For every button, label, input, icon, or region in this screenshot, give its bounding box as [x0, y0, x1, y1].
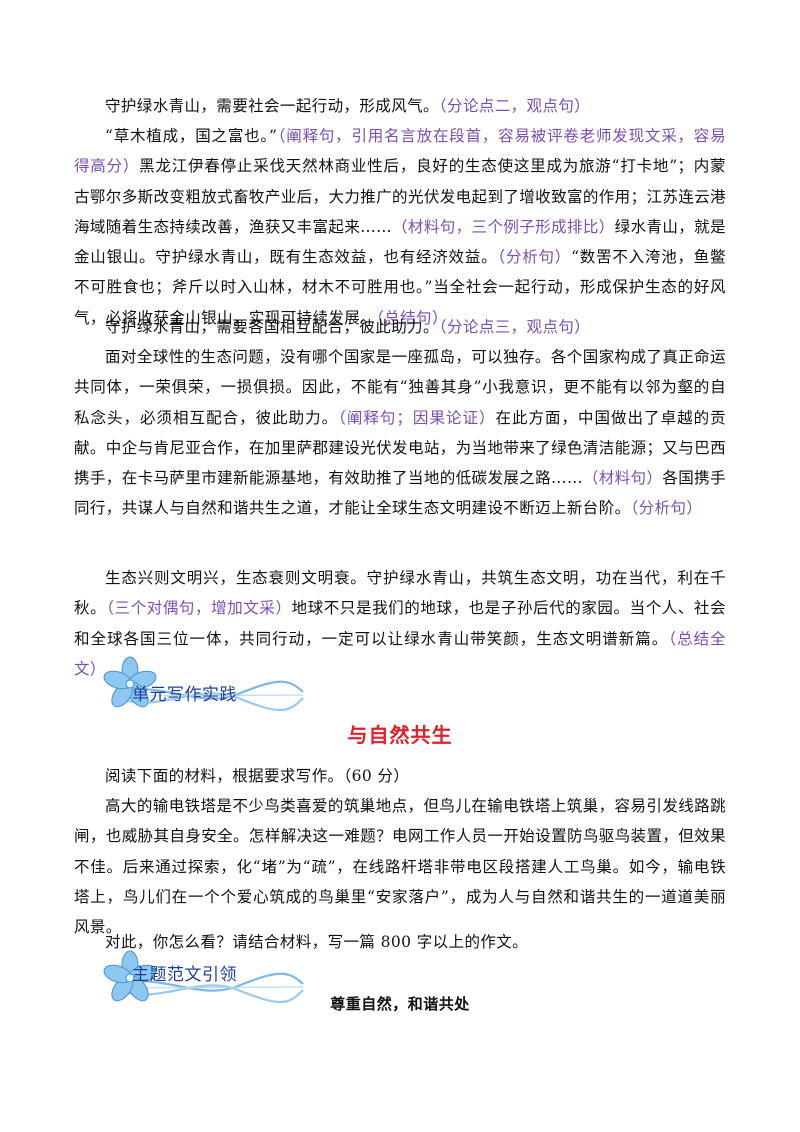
writing-prompt: 阅读下面的材料，根据要求写作。（60 分）	[74, 761, 726, 791]
essay-title: 尊重自然，和谐共处	[330, 995, 470, 1013]
annotation-note: （总结句）	[376, 308, 448, 327]
paragraph-text: 黑龙江伊春停止采伐天然林商业性后，良好的生态使这里成为旅游“打卡地”；内蒙古鄂尔…	[74, 157, 726, 236]
paragraph-text: “数罟不入洿池，鱼鳖不可胜食也；斧斤以时入山林，材木不可胜用也。”当全社会一起行…	[74, 248, 726, 327]
section-banner-model-essay: 主题范文引领	[98, 946, 318, 1016]
section-banner-writing-practice: 单元写作实践	[98, 652, 318, 722]
paragraph-text: 生态兴则文明兴，生态衰则文明衰。守护绿水青山，共筑生态文明，功在当代，利在千秋。	[74, 569, 726, 618]
section-title: 与自然共生	[347, 723, 453, 747]
paragraph-text: 绿水青山，就是金山银山。守护绿水青山，既有生态效益，也有经济效益。	[74, 217, 726, 267]
banner-decoration	[117, 972, 304, 1003]
material-text: 高大的输电铁塔是不少鸟类喜爱的筑巢地点，但鸟儿在输电铁塔上筑巢，容易引发线路跳闸…	[74, 797, 726, 937]
paragraph-text: 面对全球性的生态问题，没有哪个国家是一座孤岛，可以独存。各个国家构成了真正命运共…	[74, 348, 726, 427]
task-text: 对此，你怎么看？请结合材料，写一篇 800 字以上的作文。	[105, 933, 529, 951]
quote-text: “草木植成，国之富也。”	[105, 127, 278, 145]
paragraph-text: 守护绿水青山，需要各国相互配合，彼此助力。	[105, 318, 439, 336]
annotation-note: （阐释句；因果论证）	[338, 408, 496, 427]
banner-label: 主题范文引领	[132, 965, 237, 985]
annotation-note: （阐释句，引用名言放在段首，容易被评卷老师发现文采，容易得高分）	[74, 127, 726, 176]
annotation-note: （分论点二，观点句）	[438, 97, 591, 115]
prompt-text: 阅读下面的材料，根据要求写作。（60 分）	[105, 767, 410, 785]
banner-label: 单元写作实践	[132, 685, 237, 705]
writing-task: 对此，你怎么看？请结合材料，写一篇 800 字以上的作文。	[74, 927, 726, 957]
writing-material: 高大的输电铁塔是不少鸟类喜爱的筑巢地点，但鸟儿在输电铁塔上筑巢，容易引发线路跳闸…	[74, 791, 726, 942]
paragraph-text: 各国携手同行，共谋人与自然和谐共生之道，才能让全球生态文明建设不断迈上新台阶。	[74, 469, 726, 518]
paragraph-global-cooperation: 面对全球性的生态问题，没有哪个国家是一座孤岛，可以独存。各个国家构成了真正命运共…	[74, 342, 726, 524]
paragraph-sub-argument-2: 守护绿水青山，需要社会一起行动，形成风气。（分论点二，观点句）	[74, 91, 726, 121]
annotation-note: （总结全文）	[74, 629, 726, 678]
annotation-note: （分论点三，观点句）	[438, 318, 591, 336]
annotation-note: （材料句）	[582, 469, 663, 488]
paragraph-text: 地球不只是我们的地球，也是子孙后代的家园。当个人、社会和全球各国三位一体，共同行…	[74, 599, 726, 648]
paragraph-society-action: “草木植成，国之富也。”（阐释句，引用名言放在段首，容易被评卷老师发现文采，容易…	[74, 121, 726, 333]
paragraph-sub-argument-3: 守护绿水青山，需要各国相互配合，彼此助力。（分论点三，观点句）	[74, 312, 726, 342]
banner-decoration	[117, 680, 304, 711]
annotation-note: （材料句，三个例子形成排比）	[392, 217, 615, 236]
annotation-note: （分析句）	[630, 499, 703, 518]
annotation-note: （分析句）	[497, 248, 572, 267]
annotation-note: （三个对偶句，增加文采）	[106, 599, 292, 618]
paragraph-text: 在此方面，中国做出了卓越的贡献。中企与肯尼亚合作，在加里萨郡建设光伏发电站，为当…	[74, 408, 726, 488]
flower-icon	[103, 950, 157, 1002]
paragraph-text: 守护绿水青山，需要社会一起行动，形成风气。	[105, 97, 439, 115]
paragraph-conclusion: 生态兴则文明兴，生态衰则文明衰。守护绿水青山，共筑生态文明，功在当代，利在千秋。…	[74, 563, 726, 684]
flower-icon	[103, 656, 157, 708]
